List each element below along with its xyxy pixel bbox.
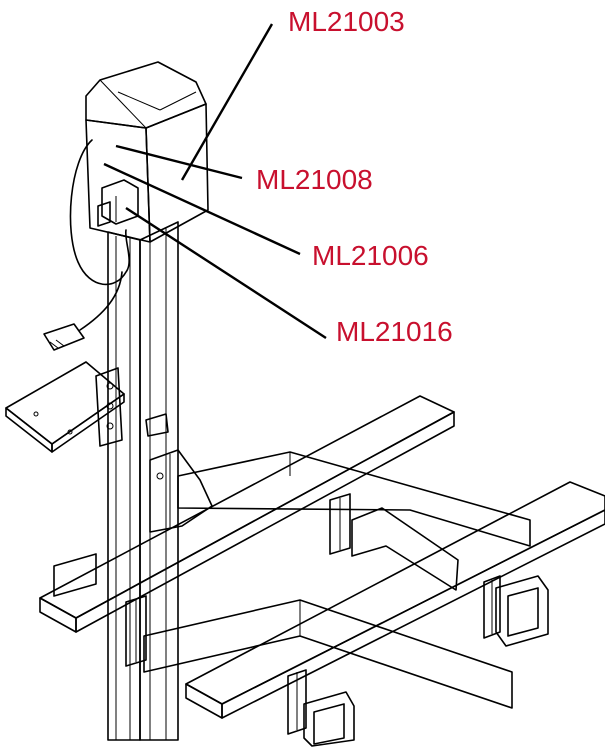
leader-line-1 xyxy=(180,23,274,181)
rear-cross-member xyxy=(177,451,531,547)
leader-line-2 xyxy=(115,144,243,180)
board-lower xyxy=(185,481,605,719)
gusset-plate xyxy=(145,413,213,533)
square-tube-end-right xyxy=(495,575,549,647)
power-cable xyxy=(43,139,130,351)
callout-label-4: ML21016 xyxy=(336,316,453,347)
callout-label-3: ML21006 xyxy=(312,240,429,271)
leader-line-3 xyxy=(103,162,301,256)
leader-line-4 xyxy=(125,206,327,340)
callout-label-2: ML21008 xyxy=(256,164,373,195)
side-shelf xyxy=(5,361,125,453)
controller-housing xyxy=(85,61,209,243)
leader-lines xyxy=(103,23,327,340)
frame-tube-cross xyxy=(351,507,459,591)
vertical-column xyxy=(107,221,179,741)
callout-label-1: ML21003 xyxy=(288,6,405,37)
square-tube-end-bottom xyxy=(303,691,355,747)
frame-tube-long xyxy=(143,599,513,709)
board-upper xyxy=(39,395,455,633)
mounting-clamps xyxy=(53,493,501,735)
junction-box xyxy=(97,179,139,227)
